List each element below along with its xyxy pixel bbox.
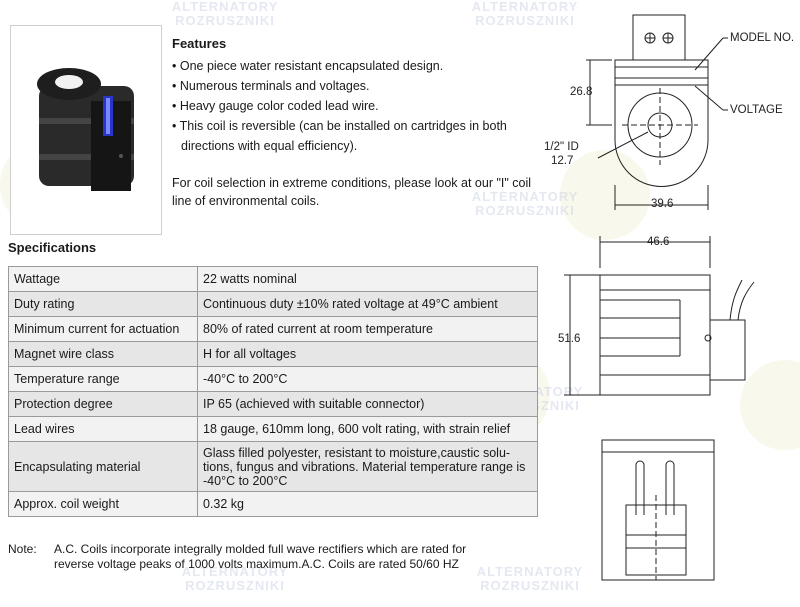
note-line: A.C. Coils incorporate integrally molded… <box>54 542 467 556</box>
spec-value: 18 gauge, 610mm long, 600 volt rating, w… <box>197 416 538 442</box>
spec-label: Protection degree <box>8 391 198 417</box>
table-row: Temperature range-40°C to 200°C <box>8 366 538 392</box>
spec-label: Magnet wire class <box>8 341 198 367</box>
spec-value: 22 watts nominal <box>197 266 538 292</box>
list-item: • This coil is reversible (can be instal… <box>172 119 507 133</box>
list-item: • One piece water resistant encapsulated… <box>172 59 444 73</box>
spec-value: Glass filled polyester, resistant to moi… <box>197 441 538 492</box>
spec-value: -40°C to 200°C <box>197 366 538 392</box>
features-title: Features <box>172 36 227 51</box>
dimension-width-side: 46.6 <box>647 236 670 248</box>
model-no-label: MODEL NO. <box>730 32 795 44</box>
note-line: line of environmental coils. <box>172 194 320 208</box>
product-photo <box>10 25 162 235</box>
specifications-title: Specifications <box>8 240 97 255</box>
voltage-label: VOLTAGE <box>730 104 783 116</box>
id-value: 12.7 <box>551 155 574 167</box>
spec-label: Lead wires <box>8 416 198 442</box>
spec-value: 0.32 kg <box>197 491 538 517</box>
coil-image <box>37 68 134 191</box>
spec-value: 80% of rated current at room temperature <box>197 316 538 342</box>
spec-label: Encapsulating material <box>8 441 198 492</box>
top-view <box>586 14 728 210</box>
dimension-height-side: 51.6 <box>558 333 581 345</box>
side-view <box>564 236 755 396</box>
features-list: • One piece water resistant encapsulated… <box>172 56 552 156</box>
list-item: • Heavy gauge color coded lead wire. <box>172 99 379 113</box>
spec-value: H for all voltages <box>197 341 538 367</box>
technical-drawing <box>564 14 755 581</box>
note-label: Note: <box>8 542 37 556</box>
spec-label: Duty rating <box>8 291 198 317</box>
list-item: • Numerous terminals and voltages. <box>172 79 370 93</box>
spec-value: Continuous duty ±10% rated voltage at 49… <box>197 291 538 317</box>
spec-label: Approx. coil weight <box>8 491 198 517</box>
note-text: A.C. Coils incorporate integrally molded… <box>54 542 524 572</box>
dimension-height-top: 26.8 <box>570 86 593 98</box>
spec-label: Wattage <box>8 266 198 292</box>
list-item: directions with equal efficiency). <box>181 139 358 153</box>
note-line: For coil selection in extreme conditions… <box>172 176 532 190</box>
dimension-width-top: 39.6 <box>651 198 674 210</box>
spec-value: IP 65 (achieved with suitable connector) <box>197 391 538 417</box>
features-note: For coil selection in extreme conditions… <box>172 174 552 210</box>
front-view <box>601 439 715 581</box>
spec-label: Temperature range <box>8 366 198 392</box>
spec-label: Minimum current for actuation <box>8 316 198 342</box>
id-label: 1/2" ID <box>544 141 579 153</box>
note-line: reverse voltage peaks of 1000 volts maxi… <box>54 557 459 571</box>
